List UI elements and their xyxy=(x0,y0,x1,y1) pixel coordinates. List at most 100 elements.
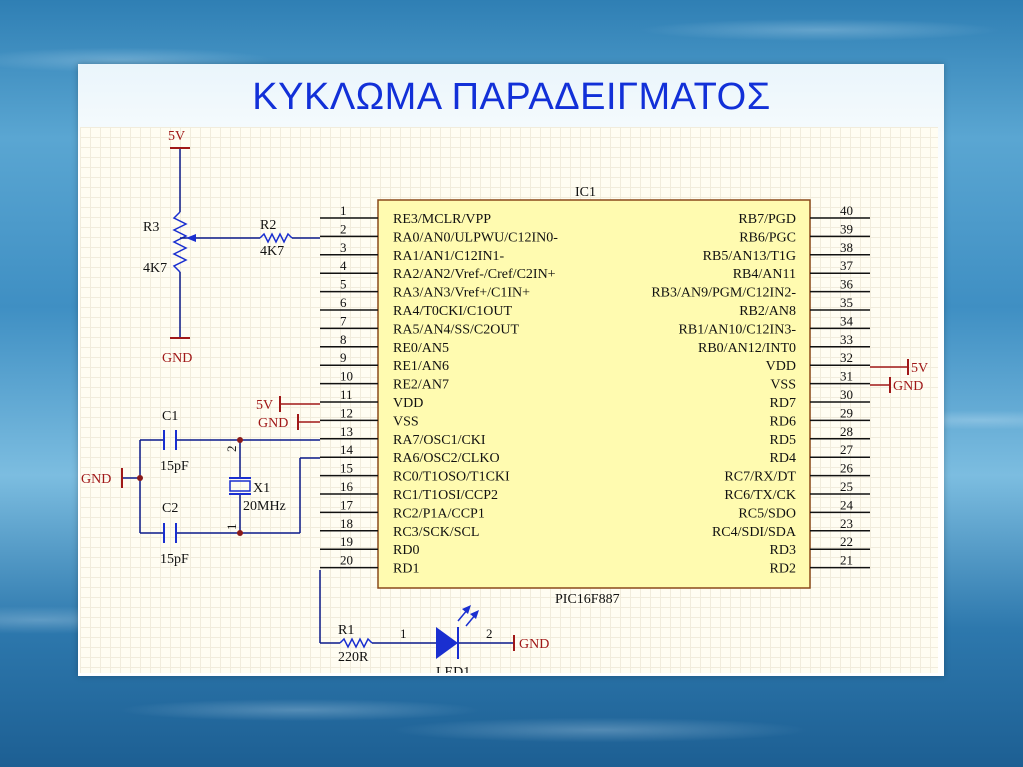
ic-pin-number: 27 xyxy=(840,442,854,457)
ic-pin-name: RA0/AN0/ULPWU/C12IN0- xyxy=(393,230,558,245)
vcc-label-pin11: 5V xyxy=(256,398,273,413)
ic-pin-number: 10 xyxy=(340,369,353,384)
r2-ref: R2 xyxy=(260,218,276,233)
ic-pin-number: 1 xyxy=(340,203,347,218)
capacitor-c2 xyxy=(163,523,177,543)
potentiometer-r3 xyxy=(172,148,260,338)
ic-pin-number: 22 xyxy=(840,534,853,549)
ic-pin-number: 12 xyxy=(340,405,353,420)
ic-pin-number: 9 xyxy=(340,350,347,365)
ic-pin-name: VDD xyxy=(393,396,423,411)
ic-pin-number: 28 xyxy=(840,424,853,439)
r1-value: 220R xyxy=(338,650,369,665)
ic-pin-number: 25 xyxy=(840,479,853,494)
ground-oscillator: GND xyxy=(81,468,123,488)
gnd-label-r3: GND xyxy=(162,351,192,366)
r2-value: 4K7 xyxy=(260,244,284,259)
ic-part: PIC16F887 xyxy=(555,592,620,607)
x1-value: 20MHz xyxy=(243,499,286,514)
ic-pin-number: 5 xyxy=(340,277,347,292)
ic-pin-name: RD4 xyxy=(770,451,796,466)
ic-pin-name: RA4/T0CKI/C1OUT xyxy=(393,304,512,319)
junction-osc2 xyxy=(237,530,243,536)
ic-pin-number: 24 xyxy=(840,497,854,512)
ic-pin-name: RD2 xyxy=(770,562,796,577)
ic-pin-name: RA6/OSC2/CLKO xyxy=(393,451,500,466)
schematic-diagram: IC1 PIC16F887 1RE3/MCLR/VPP2RA0/AN0/ULPW… xyxy=(81,129,928,673)
ic-pin-number: 14 xyxy=(340,442,354,457)
ic-pin-number: 15 xyxy=(340,461,353,476)
led-wiring xyxy=(319,570,514,644)
r3-ref: R3 xyxy=(143,220,159,235)
ic-pin-name: RE2/AN7 xyxy=(393,378,449,393)
ic-pin-name: RA7/OSC1/CKI xyxy=(393,433,486,448)
c1-value: 15pF xyxy=(160,459,189,474)
ic-pin-name: VSS xyxy=(393,414,419,429)
ic-pin-name: RD5 xyxy=(770,433,796,448)
ic-pin-name: RA3/AN3/Vref+/C1IN+ xyxy=(393,286,530,301)
ic-pin-number: 21 xyxy=(840,553,853,568)
ic-pin-name: RA1/AN1/C12IN1- xyxy=(393,249,505,264)
gnd-label-osc: GND xyxy=(81,472,111,487)
ic-pin-name: RE0/AN5 xyxy=(393,341,449,356)
junction-osc1 xyxy=(237,437,243,443)
power-5v-pin32: 5V xyxy=(870,359,928,376)
ic-pin-number: 11 xyxy=(340,387,353,402)
ic-pin-number: 7 xyxy=(340,313,347,328)
ic-pin-number: 40 xyxy=(840,203,853,218)
power-5v-pin11: 5V xyxy=(256,396,320,413)
ic-pin-name: RD7 xyxy=(770,396,796,411)
ic-pin-number: 18 xyxy=(340,516,353,531)
ic-pin-number: 35 xyxy=(840,295,853,310)
ic-pin-number: 17 xyxy=(340,497,354,512)
r1-ref: R1 xyxy=(338,623,354,638)
ic-pin-number: 23 xyxy=(840,516,853,531)
gnd-label-led: GND xyxy=(519,637,549,652)
ic-pin-name: RD6 xyxy=(770,414,796,429)
ic-pin-name: RC6/TX/CK xyxy=(724,488,796,503)
x1-pin-bottom: 1 xyxy=(224,524,239,531)
resistor-r1 xyxy=(339,637,373,649)
ground-pin31: GND xyxy=(870,377,923,394)
ic-pins: 1RE3/MCLR/VPP2RA0/AN0/ULPWU/C12IN0-3RA1/… xyxy=(320,203,870,577)
slide-title: ΚΥΚΛΩΜΑ ΠΑΡΑΔΕΙΓΜΑΤΟΣ xyxy=(252,76,771,118)
ic-pin-number: 2 xyxy=(340,221,347,236)
gnd-label-pin12: GND xyxy=(258,416,288,431)
ic-pin-name: VSS xyxy=(770,378,796,393)
ic-pin-number: 26 xyxy=(840,461,854,476)
ic-pin-name: RC3/SCK/SCL xyxy=(393,525,479,540)
x1-ref: X1 xyxy=(253,481,270,496)
ic-pin-name: RB4/AN11 xyxy=(733,267,796,282)
ic-pin-number: 20 xyxy=(340,553,353,568)
ic-pin-name: RA5/AN4/SS/C2OUT xyxy=(393,322,519,337)
junction-gnd xyxy=(137,475,143,481)
ic-pin-name: RB1/AN10/C12IN3- xyxy=(679,322,797,337)
r3-value: 4K7 xyxy=(143,261,167,276)
oscillator-wiring xyxy=(122,439,320,534)
ic-pin-name: RB3/AN9/PGM/C12IN2- xyxy=(651,286,796,301)
ic-pin-name: RA2/AN2/Vref-/Cref/C2IN+ xyxy=(393,267,556,282)
c2-value: 15pF xyxy=(160,552,189,567)
led-pin-a: 1 xyxy=(400,626,407,641)
ground-led: GND xyxy=(513,635,549,652)
crystal-x1 xyxy=(229,477,251,495)
resistor-r2 xyxy=(259,232,320,244)
ic-pin-number: 30 xyxy=(840,387,853,402)
vcc-label-pin32: 5V xyxy=(911,361,928,376)
ic-pin-name: RD1 xyxy=(393,562,419,577)
ic-pin-name: RB2/AN8 xyxy=(739,304,796,319)
ic-pin-name: RC1/T1OSI/CCP2 xyxy=(393,488,498,503)
c1-ref: C1 xyxy=(162,409,178,424)
ic-pin-number: 39 xyxy=(840,221,853,236)
ic-pin-name: RC2/P1A/CCP1 xyxy=(393,506,485,521)
vcc-label-top: 5V xyxy=(168,129,185,144)
ic-pin-name: VDD xyxy=(766,359,796,374)
ic-pin-number: 29 xyxy=(840,405,853,420)
ic-pin-number: 32 xyxy=(840,350,853,365)
ic-pin-number: 4 xyxy=(340,258,347,273)
ic-ref: IC1 xyxy=(575,185,596,200)
ic-pin-name: RC4/SDI/SDA xyxy=(712,525,797,540)
ic-pin-name: RB0/AN12/INT0 xyxy=(698,341,796,356)
ic-pin-name: RD3 xyxy=(770,543,796,558)
